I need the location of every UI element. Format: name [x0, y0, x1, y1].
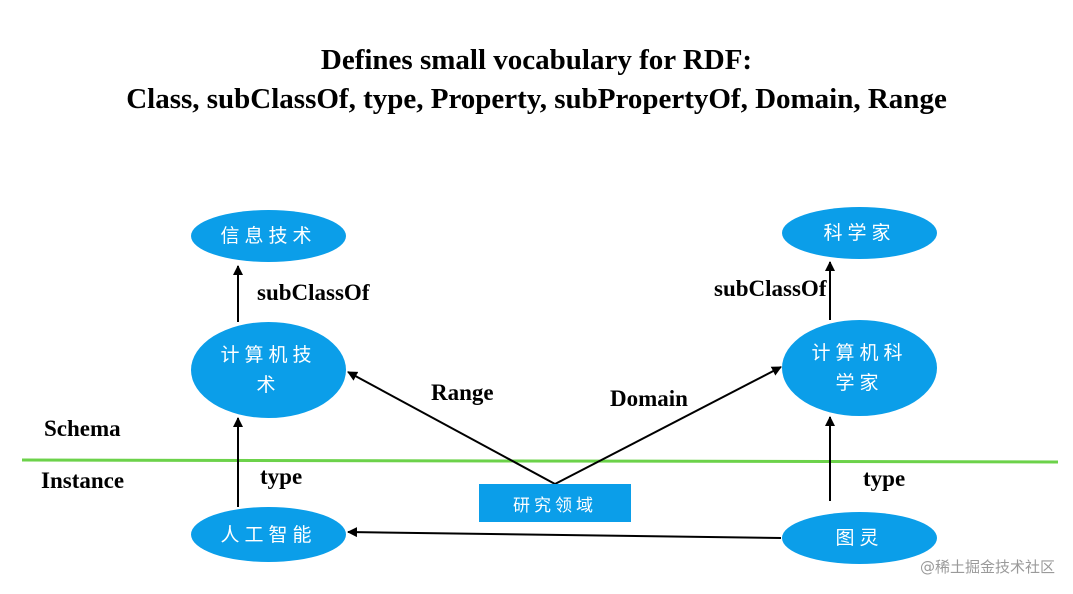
- node-ai[interactable]: 人工智能: [191, 507, 346, 562]
- diagram-title-line-1: Defines small vocabulary for RDF:: [320, 44, 753, 76]
- schema-instance-divider: [21, 458, 1059, 464]
- node-info-tech[interactable]: 信息技术: [191, 210, 346, 262]
- edge-label-type-right: type: [863, 466, 906, 491]
- edge-domain: [554, 366, 782, 485]
- layer-label-schema: Schema: [44, 416, 121, 441]
- watermark: @稀土掘金技术社区: [919, 558, 1055, 576]
- edge-label-subclassof-left: subClassOf: [257, 280, 370, 305]
- edge-label-type-left: type: [260, 464, 303, 489]
- edge-label-range: Range: [431, 380, 494, 405]
- edge-range: [347, 371, 556, 485]
- edge-turing-to-ai: [347, 527, 782, 539]
- edge-label-subclassof-right: subClassOf: [714, 276, 827, 301]
- node-computer-tech[interactable]: 计算机技术: [191, 322, 346, 418]
- node-computer-scientist[interactable]: 计算机科学家: [782, 320, 937, 416]
- layer-label-instance: Instance: [41, 468, 125, 493]
- node-scientist[interactable]: 科学家: [782, 207, 937, 259]
- edge-label-domain: Domain: [610, 386, 688, 411]
- node-research-field[interactable]: 研究领域: [479, 484, 631, 522]
- diagram-title-line-2: Class, subClassOf, type, Property, subPr…: [126, 83, 947, 115]
- node-turing[interactable]: 图灵: [782, 512, 937, 564]
